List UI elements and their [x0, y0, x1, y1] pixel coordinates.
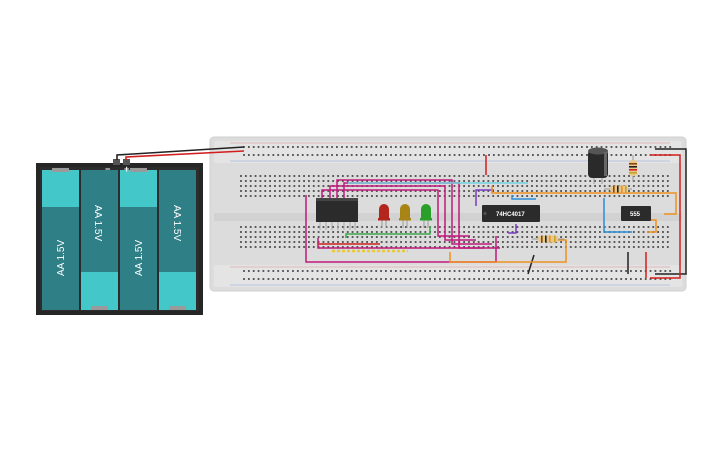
chip-555[interactable]: 555: [621, 206, 651, 221]
wire-magenta-2[interactable]: [336, 179, 492, 245]
battery-pack[interactable]: AA 1.5V AA 1.5V AA 1.5V AA 1.5V − +: [36, 159, 203, 315]
battery-cell-label: AA 1.5V: [56, 240, 67, 276]
led-green[interactable]: [420, 204, 432, 228]
wire-orange-555[interactable]: [648, 219, 657, 233]
chip-74hc4017[interactable]: 74HC4017: [482, 205, 540, 222]
battery-cell: AA 1.5V: [120, 168, 157, 310]
wire-power-right[interactable]: [650, 154, 681, 279]
wire-magenta-6[interactable]: [317, 238, 484, 249]
battery-cell: AA 1.5V: [159, 170, 196, 310]
led-red[interactable]: [378, 204, 390, 228]
wire-purple[interactable]: [475, 189, 494, 206]
led-yellow[interactable]: [399, 204, 411, 228]
center-channel: [214, 213, 682, 221]
negative-terminal-symbol: −: [105, 164, 110, 174]
resistor-horizontal-555[interactable]: [604, 185, 632, 193]
wire-magenta-5[interactable]: [305, 195, 497, 263]
wire-blue-555[interactable]: [603, 198, 632, 233]
wires: [305, 148, 687, 279]
wire-magenta-4[interactable]: [321, 189, 470, 237]
wire-orange-top[interactable]: [491, 186, 677, 215]
battery-cell-label: AA 1.5V: [134, 240, 145, 276]
positive-terminal-symbol: +: [124, 164, 129, 174]
battery-cell-label: AA 1.5V: [92, 205, 103, 241]
battery-positive-lead[interactable]: [125, 150, 245, 160]
chip-555-label: 555: [630, 212, 641, 218]
wire-ground-right[interactable]: [655, 148, 687, 275]
capacitor[interactable]: [588, 147, 608, 185]
battery-cell: AA 1.5V: [42, 168, 79, 310]
resistor-vertical[interactable]: [629, 155, 637, 182]
wire-ground-resistor[interactable]: [527, 254, 535, 275]
wire-green[interactable]: [345, 226, 431, 238]
battery-cell: AA 1.5V: [81, 170, 118, 310]
negative-terminal[interactable]: [113, 159, 120, 165]
battery-negative-lead[interactable]: [116, 146, 245, 160]
resistor-horizontal-counter[interactable]: [532, 235, 564, 243]
bottom-power-rail: [214, 265, 682, 287]
positive-terminal[interactable]: [123, 159, 130, 165]
resistor-array[interactable]: [316, 198, 358, 230]
led-group: [378, 204, 432, 228]
wire-purple-2[interactable]: [508, 224, 517, 234]
breadboard[interactable]: [209, 136, 687, 292]
wire-blue-counter[interactable]: [511, 195, 536, 200]
battery-cell-label: AA 1.5V: [171, 205, 182, 241]
wire-orange-bottom[interactable]: [449, 239, 567, 263]
chip-74hc4017-label: 74HC4017: [496, 212, 525, 218]
breadboard-holes: [240, 146, 672, 280]
top-power-rail: [214, 141, 682, 163]
